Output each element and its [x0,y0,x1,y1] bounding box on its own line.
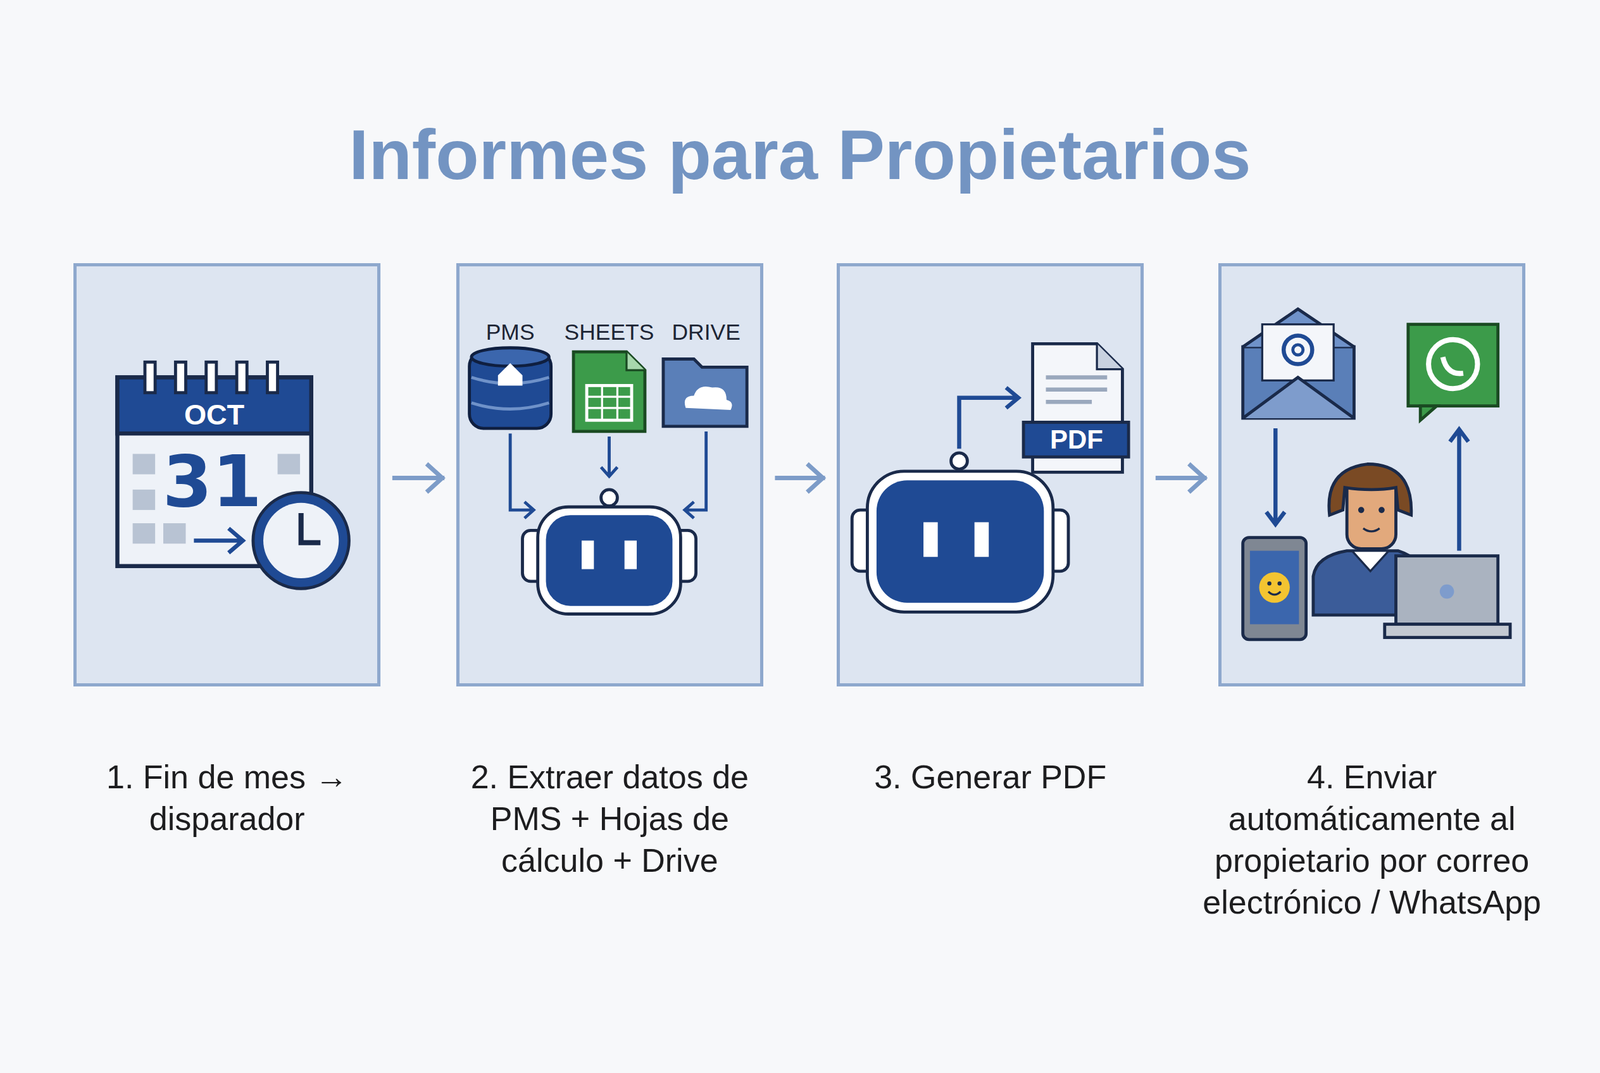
icon-label: 31 [162,446,263,518]
flow-arrow [394,465,442,491]
icon-label: OCT [184,401,245,430]
flow-arrow [777,465,823,491]
robot-icon [851,343,1129,613]
icon-label: PDF [1050,426,1104,454]
arrow-line [394,465,442,491]
arrow-line [1157,465,1205,491]
step-panel: 4. Enviar automáticamente al propietario… [1218,263,1526,687]
diagram-title: Informes para Propietarios [0,112,1600,198]
arrow-line [777,465,823,491]
calendar-icon [117,362,349,589]
icon-label: DRIVE [671,321,740,344]
data-sources [469,348,748,519]
step-caption: 4. Enviar automáticamente al propietario… [1201,756,1544,924]
step-panel: 3. Generar PDF [836,263,1144,687]
icon-label: SHEETS [564,321,655,344]
delivery-icons [1243,308,1511,640]
flow-arrow [1157,465,1205,491]
step-caption: 3. Generar PDF [819,756,1162,799]
step-caption: 1. Fin de mes → disparador [56,756,399,840]
icon-label: PMS [486,321,535,344]
robot-icon [522,489,696,615]
step-caption: 2. Extraer datos de PMS + Hojas de cálcu… [438,756,781,882]
